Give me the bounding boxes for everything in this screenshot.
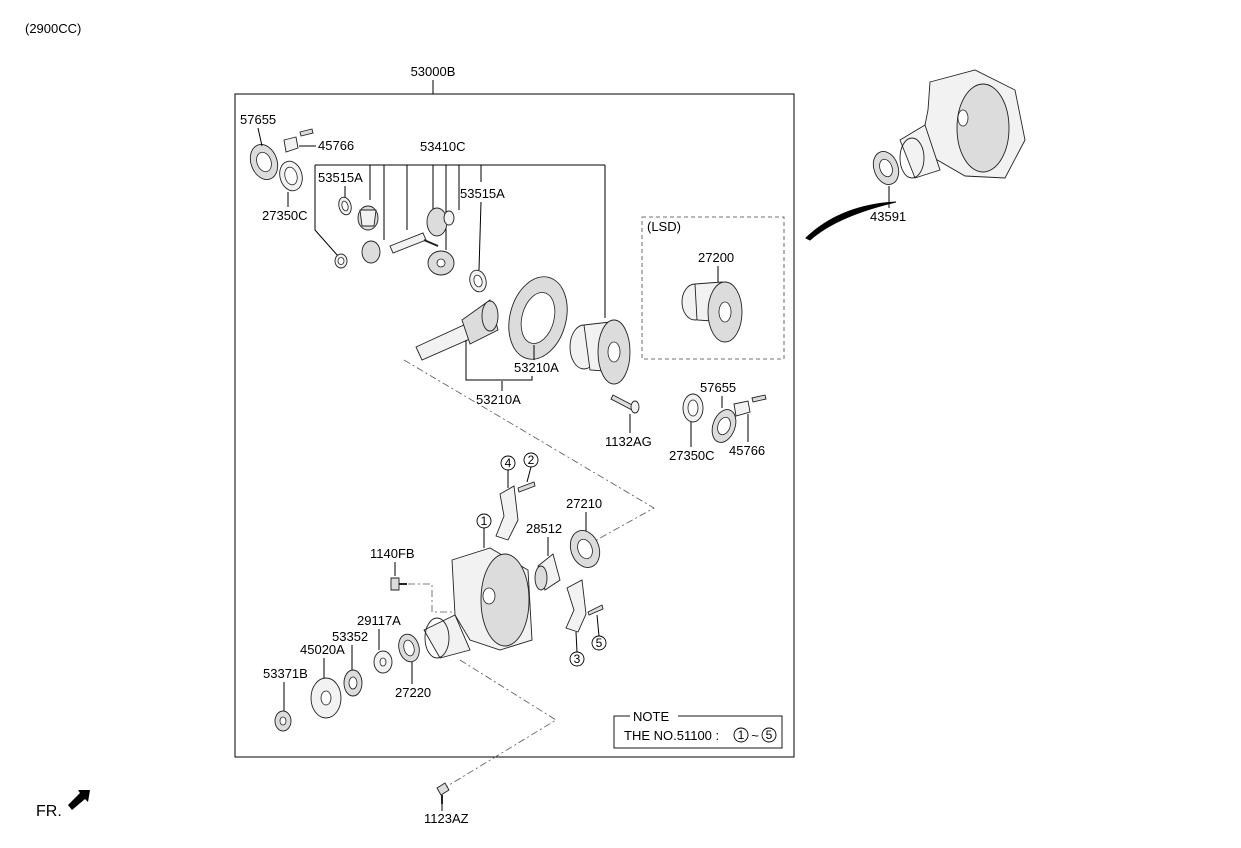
part-label-53000B[interactable]: 53000B: [411, 64, 456, 79]
bolt-1123AZ[interactable]: [436, 782, 450, 804]
part-label-27350C-right[interactable]: 27350C: [669, 448, 715, 463]
seal-43591[interactable]: [869, 148, 903, 188]
part-label-53410C[interactable]: 53410C: [420, 139, 466, 154]
lsd-box: [641, 216, 785, 360]
differential-carrier-housing[interactable]: [423, 547, 533, 659]
part-label-53210A-ring[interactable]: 53210A: [514, 360, 559, 375]
assembly-line-pinion: [403, 359, 655, 553]
direction-arrow-icon: [805, 201, 897, 241]
part-label-27220[interactable]: 27220: [395, 685, 431, 700]
callout-2[interactable]: 2: [523, 452, 539, 468]
callout-1-text: 1: [481, 514, 488, 528]
ring-gear-53210A[interactable]: [500, 270, 576, 366]
part-label-53371B[interactable]: 53371B: [263, 666, 308, 681]
side-gear-upper[interactable]: [426, 207, 448, 237]
axle-housing[interactable]: [899, 69, 1026, 179]
bearing-57655-right[interactable]: [708, 406, 740, 445]
thrust-washer-53515A-right[interactable]: [467, 268, 488, 293]
lsd-differential-27200[interactable]: [681, 281, 743, 343]
leader-53210A-set: [465, 340, 533, 381]
part-label-45766-right[interactable]: 45766: [729, 443, 765, 458]
callout-2-text: 2: [528, 453, 535, 467]
part-label-57655-right[interactable]: 57655: [700, 380, 736, 395]
part-label-1132AG[interactable]: 1132AG: [605, 434, 652, 449]
callout-1[interactable]: 1: [476, 513, 492, 529]
cap-bolt-lower[interactable]: [587, 604, 604, 616]
part-label-53515A-right[interactable]: 53515A: [460, 186, 505, 201]
part-label-53515A-left[interactable]: 53515A: [318, 170, 363, 185]
leader-callout-2: [526, 466, 532, 483]
part-label-43591[interactable]: 43591: [870, 209, 906, 224]
adjuster-lock-45766-right[interactable]: [733, 394, 767, 417]
washer-lower-left[interactable]: [334, 253, 348, 269]
bolt-1132AG[interactable]: [610, 394, 640, 414]
part-label-45766-top[interactable]: 45766: [318, 138, 354, 153]
callout-3-text: 3: [574, 652, 581, 666]
note-range-end: 5: [766, 728, 773, 742]
note-title: NOTE: [633, 709, 669, 724]
callout-3[interactable]: 3: [569, 651, 585, 667]
part-label-27350C-top[interactable]: 27350C: [262, 208, 308, 223]
bearing-cap-upper[interactable]: [495, 485, 519, 541]
pinion-gear-left[interactable]: [357, 205, 379, 231]
leader-57655-top: [257, 127, 263, 147]
cap-bolt-upper[interactable]: [517, 481, 536, 493]
assembly-frame: [234, 93, 795, 758]
flange-45020A[interactable]: [310, 677, 342, 719]
bolt-1140FB[interactable]: [390, 577, 407, 591]
callout-5[interactable]: 5: [591, 635, 607, 651]
front-label: FR.: [36, 803, 62, 820]
side-gear-lower[interactable]: [427, 250, 455, 276]
part-label-29117A[interactable]: 29117A: [357, 613, 401, 628]
assembly-line-1123AZ: [440, 659, 557, 791]
adjuster-lock-45766-top[interactable]: [283, 128, 314, 153]
part-label-1123AZ[interactable]: 1123AZ: [424, 811, 469, 826]
pinion-gear-lower[interactable]: [361, 240, 381, 264]
seal-27350C-right[interactable]: [682, 393, 704, 423]
front-arrow-icon: [68, 790, 90, 810]
bearing-27210[interactable]: [565, 526, 604, 571]
lsd-label: (LSD): [647, 219, 681, 234]
leader-callout-3: [575, 631, 578, 653]
spacer-28512[interactable]: [534, 553, 561, 591]
seal-27350C-top[interactable]: [276, 159, 305, 194]
pinion-shaft[interactable]: [389, 232, 427, 254]
note-box: NOTE THE NO.51100 : 1 ~ 5: [613, 709, 783, 749]
part-label-27200[interactable]: 27200: [698, 250, 734, 265]
thrust-washer-53515A-left[interactable]: [337, 196, 353, 216]
leader-callout-5: [596, 614, 600, 637]
washer-29117A[interactable]: [373, 650, 393, 674]
part-label-57655-top[interactable]: 57655: [240, 112, 276, 127]
note-range-start: 1: [738, 728, 745, 742]
drive-pinion[interactable]: [415, 299, 499, 361]
part-label-1140FB[interactable]: 1140FB: [370, 546, 415, 561]
callout-4[interactable]: 4: [500, 455, 516, 471]
washer-right-small[interactable]: [443, 210, 455, 226]
engine-code-label: (2900CC): [25, 21, 81, 36]
part-label-45020A[interactable]: 45020A: [300, 642, 345, 657]
nut-53371B[interactable]: [274, 710, 292, 732]
part-label-53210A-set[interactable]: 53210A: [476, 392, 521, 407]
note-text: THE NO.51100 :: [624, 728, 719, 743]
seal-53352[interactable]: [343, 669, 363, 697]
part-label-53352[interactable]: 53352: [332, 629, 368, 644]
leader-53410C: [314, 164, 606, 318]
callout-4-text: 4: [505, 456, 512, 470]
assembly-line-1140FB: [408, 583, 458, 613]
part-label-28512[interactable]: 28512: [526, 521, 562, 536]
differential-case[interactable]: [569, 319, 631, 385]
part-label-27210[interactable]: 27210: [566, 496, 602, 511]
bearing-57655-top[interactable]: [246, 141, 283, 184]
note-range-sep: ~: [751, 728, 759, 743]
leader-53515A-right: [478, 201, 482, 271]
callout-5-text: 5: [596, 636, 603, 650]
seal-27220[interactable]: [396, 632, 423, 664]
bearing-cap-lower[interactable]: [565, 579, 587, 633]
pinion-pin[interactable]: [423, 239, 439, 247]
